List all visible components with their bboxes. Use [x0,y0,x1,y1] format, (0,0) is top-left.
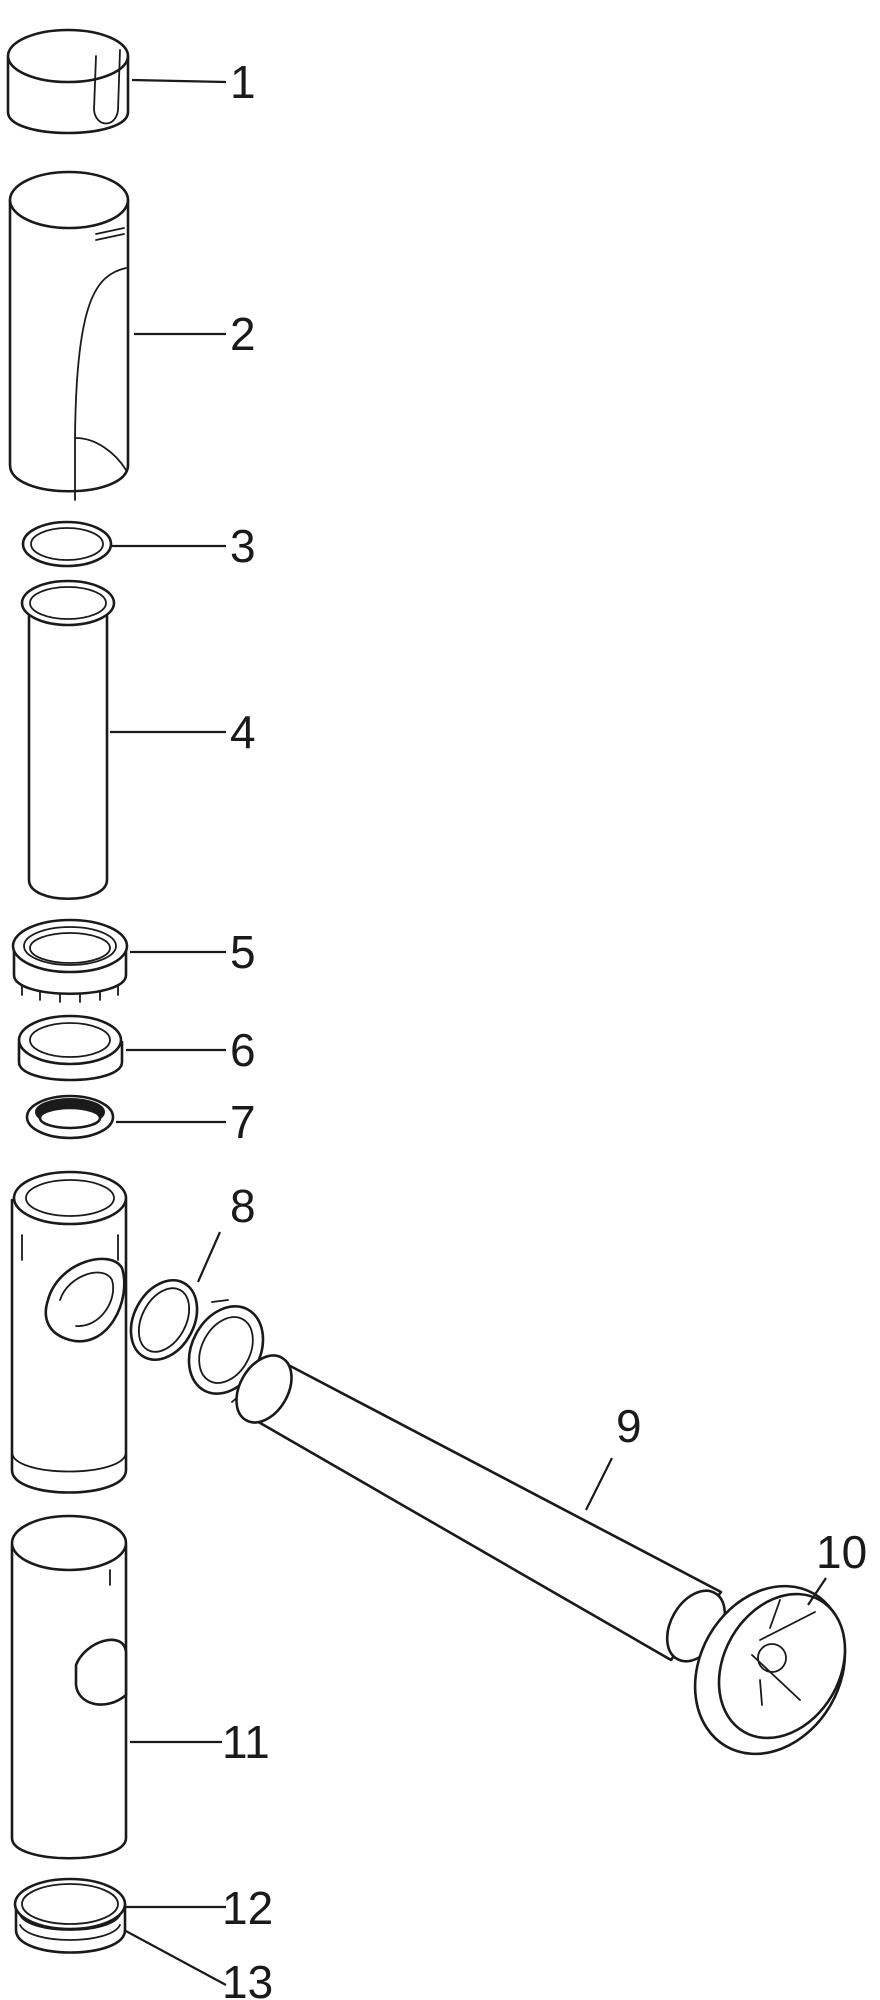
part-10-wall-rosette [693,1584,847,1756]
leader-13 [123,1929,227,1986]
leader-9 [585,1457,613,1511]
callout-9: 9 [616,1400,642,1452]
callout-8: 8 [230,1180,256,1232]
part-3-ring [21,520,113,568]
callout-12: 12 [222,1882,273,1934]
leader-1 [131,78,227,84]
part-5-threaded-nut [11,918,129,1003]
callout-numbers: 1 2 3 4 5 6 7 8 9 10 11 12 13 [222,56,867,2000]
callout-3: 3 [230,520,256,572]
leader-8 [196,1231,222,1283]
callout-2: 2 [230,308,256,360]
part-8-seal-ring [129,1279,199,1361]
leader-lines [110,78,827,1986]
part-9-long-pipe [235,1354,727,1663]
part-6-ring [17,1014,124,1082]
callout-13: 13 [222,1956,273,2000]
callout-5: 5 [230,926,256,978]
part-4-tube [20,579,116,901]
callout-10: 10 [816,1526,867,1578]
part-12-cap [13,1877,127,1954]
part-8-trap-body [10,1170,128,1494]
callout-1: 1 [230,56,256,108]
callout-11: 11 [222,1716,270,1768]
callout-7: 7 [230,1096,256,1148]
part-2-cover-tube [8,170,130,501]
part-11-lower-cover-tube [10,1514,128,1860]
leader-10 [807,1577,827,1606]
callout-4: 4 [230,706,256,758]
part-7-seal [25,1094,115,1140]
part-1-clip-sleeve [6,28,130,135]
callout-6: 6 [230,1024,256,1076]
